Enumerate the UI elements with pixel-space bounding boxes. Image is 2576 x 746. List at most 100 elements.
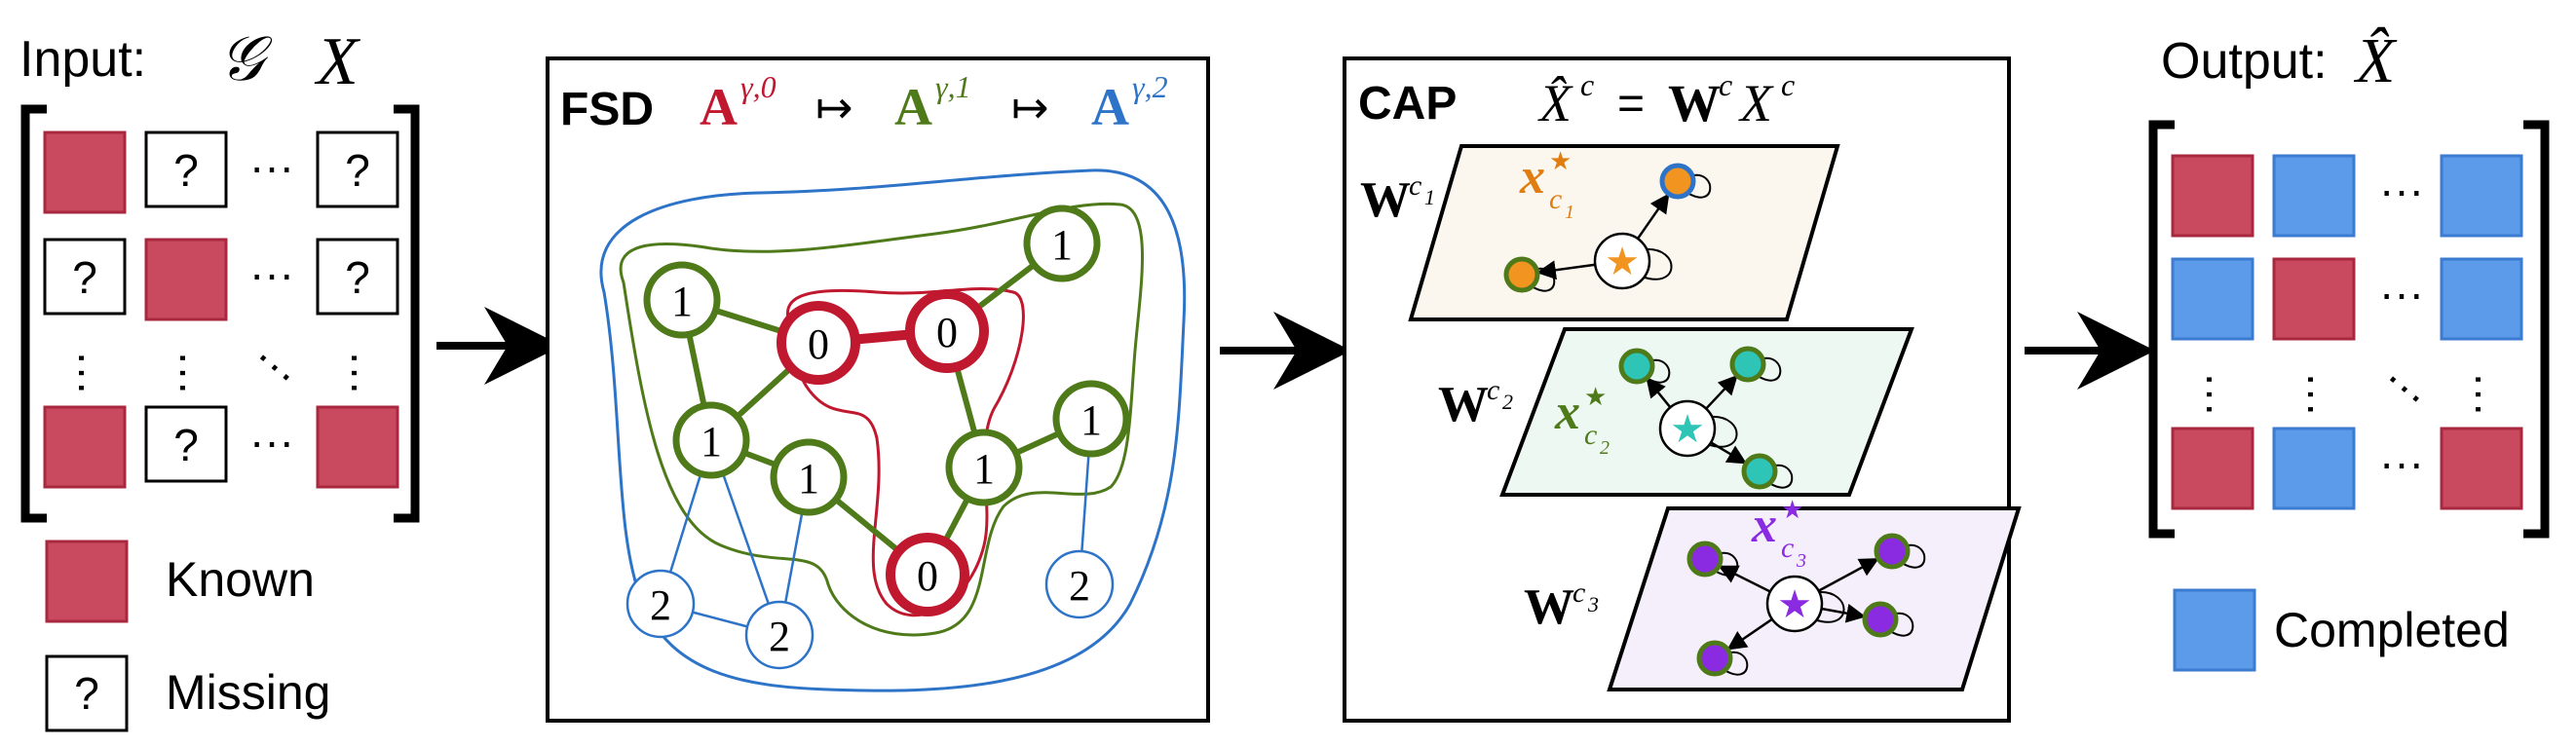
cap-layer-2-x: x <box>1554 385 1580 440</box>
output-cell-1-3-completed <box>2440 257 2523 341</box>
cap-layer-3-loop-0 <box>1714 551 1739 577</box>
fsd-seq-arrow-1: ↦ <box>815 82 853 132</box>
input-matrix-left-bracket <box>20 104 47 523</box>
cap-layer-1-loop-1 <box>1531 267 1556 292</box>
cap-eq-X-sup: c <box>1781 67 1795 102</box>
cap-layer-2-node-1 <box>1729 346 1766 383</box>
fsd-node-4-label: 1 <box>701 418 722 466</box>
fsd-title: FSD <box>560 84 654 135</box>
output-cell-0-0-known <box>2171 154 2254 238</box>
output-cell-0-3-completed <box>2440 154 2523 238</box>
fsd-node-1 <box>905 289 989 373</box>
missing-legend-swatch <box>45 654 129 732</box>
cap-layer-2-loop-0 <box>1646 358 1671 384</box>
fsd-node-8 <box>1023 205 1101 282</box>
input-matrix: ?···??···?············?··· <box>43 131 399 489</box>
cap-layer-3-node-3 <box>1696 640 1733 677</box>
cap-layer-2-node-2 <box>1741 453 1778 490</box>
cap-layer-3-node-1 <box>1874 533 1911 570</box>
cap-layer-3-center-node <box>1765 575 1824 633</box>
input-cell-0-0-known <box>43 131 127 214</box>
cap-layer-3-loop-1 <box>1901 543 1926 569</box>
output-cell-1-0-completed <box>2171 257 2254 341</box>
input-cell-0-1-missing <box>144 131 228 208</box>
input-section: Input: 𝒢 X ?···??···?············?··· Kn… <box>19 24 420 732</box>
output-matrix-right-bracket <box>2523 120 2550 539</box>
cap-layer-1-edge-1 <box>1535 260 1598 280</box>
cap-layer-2-W-sup: c <box>1487 374 1499 406</box>
output-cell-1-1-known <box>2272 257 2356 341</box>
cap-layer-3-star-icon: ★ <box>1777 583 1812 626</box>
missing-legend-mark: ? <box>74 668 99 719</box>
completed-legend-label: Completed <box>2274 603 2510 657</box>
fsd-node-10-label: 2 <box>769 613 790 660</box>
cap-layer-1-star-icon: ★ <box>1605 241 1640 283</box>
fsd-node-0 <box>777 301 860 385</box>
cap-layer-3-loop-2 <box>1889 612 1914 637</box>
cap-layer-2-center-loop <box>1706 415 1738 448</box>
fsd-node-8-label: 1 <box>1051 221 1073 269</box>
fsd-level0-boundary <box>786 287 1025 617</box>
fsd-node-3 <box>643 261 721 339</box>
cap-layer-1-loop-0 <box>1686 173 1712 199</box>
fsd-node-9 <box>625 569 696 639</box>
input-cell-1-2-hdots: ··· <box>249 248 294 299</box>
cap-layer-3-x-subsub: 3 <box>1796 550 1806 572</box>
cap-layer-2-x-sub: c <box>1584 419 1597 451</box>
cap-layer-1-x-star: ★ <box>1549 146 1572 175</box>
input-cell-1-3-missing <box>316 238 399 316</box>
known-legend-label: Known <box>166 552 315 607</box>
output-cell-2-0-vdots: ··· <box>2187 372 2238 417</box>
cap-layer-1-edge-0 <box>1635 193 1670 242</box>
completed-legend-swatch <box>2173 588 2256 672</box>
output-matrix: ····················· <box>2171 154 2523 510</box>
input-cell-0-3-missing-mark: ? <box>345 145 370 196</box>
cap-layer-3-edge-0 <box>1718 565 1773 594</box>
cap-layer-3-node-2 <box>1862 601 1899 638</box>
cap-layer-2-center-node <box>1658 399 1717 458</box>
fsd-node-6-label: 1 <box>973 445 995 493</box>
output-cell-1-2-hdots: ··· <box>2379 268 2424 318</box>
fsd-seq-arrow-2: ↦ <box>1011 82 1049 132</box>
input-cell-3-1-missing-mark: ? <box>173 420 199 470</box>
cap-layer-1-W: W <box>1360 172 1411 228</box>
output-cell-0-2-hdots: ··· <box>2379 165 2424 215</box>
cap-eq-X: X <box>1738 74 1774 132</box>
fsd-node-11-label: 2 <box>1069 562 1090 610</box>
cap-eq-W: W <box>1668 74 1721 132</box>
fsd-node-11 <box>1044 549 1115 619</box>
output-cell-3-0-known <box>2171 427 2254 510</box>
input-cell-2-0-vdots: ··· <box>59 351 110 395</box>
cap-title: CAP <box>1358 78 1457 130</box>
fsd-seq-0-sup: γ,0 <box>740 69 777 104</box>
cap-eq-W-sup: c <box>1719 67 1732 102</box>
input-cell-3-2-hdots: ··· <box>249 416 294 466</box>
fsd-node-9-label: 2 <box>650 581 671 629</box>
fsd-seq-2-sup: γ,2 <box>1132 69 1168 104</box>
output-cell-3-3-known <box>2440 427 2523 510</box>
feature-symbol: X <box>314 24 361 99</box>
fsd-node-6 <box>945 429 1023 506</box>
cap-layer-1-x-sub: c <box>1549 183 1562 215</box>
known-legend-swatch <box>45 540 129 623</box>
cap-eq-lhs: X̂ <box>1537 74 1573 132</box>
output-cell-0-1-completed <box>2272 154 2356 238</box>
fsd-seq-1-base: A <box>894 78 932 136</box>
fsd-node-5 <box>770 438 848 516</box>
output-symbol: X̂ <box>2353 25 2398 96</box>
cap-layer-2-W-subsub: 2 <box>1502 390 1513 414</box>
input-cell-3-3-known <box>316 405 399 489</box>
output-cell-3-2-hdots: ··· <box>2379 437 2424 488</box>
missing-legend-label: Missing <box>166 665 330 720</box>
fsd-node-10 <box>744 600 814 670</box>
cap-layer-2-star-icon: ★ <box>1670 408 1705 451</box>
fsd-level1-boundary <box>619 202 1144 637</box>
cap-layer-3-x-sub: c <box>1781 532 1794 564</box>
output-cell-2-2-ddots: ··· <box>2373 353 2441 420</box>
fsd-node-3-label: 1 <box>671 278 693 325</box>
fsd-seq-2-base: A <box>1091 78 1129 136</box>
cap-layer-1-node-0 <box>1659 163 1696 200</box>
